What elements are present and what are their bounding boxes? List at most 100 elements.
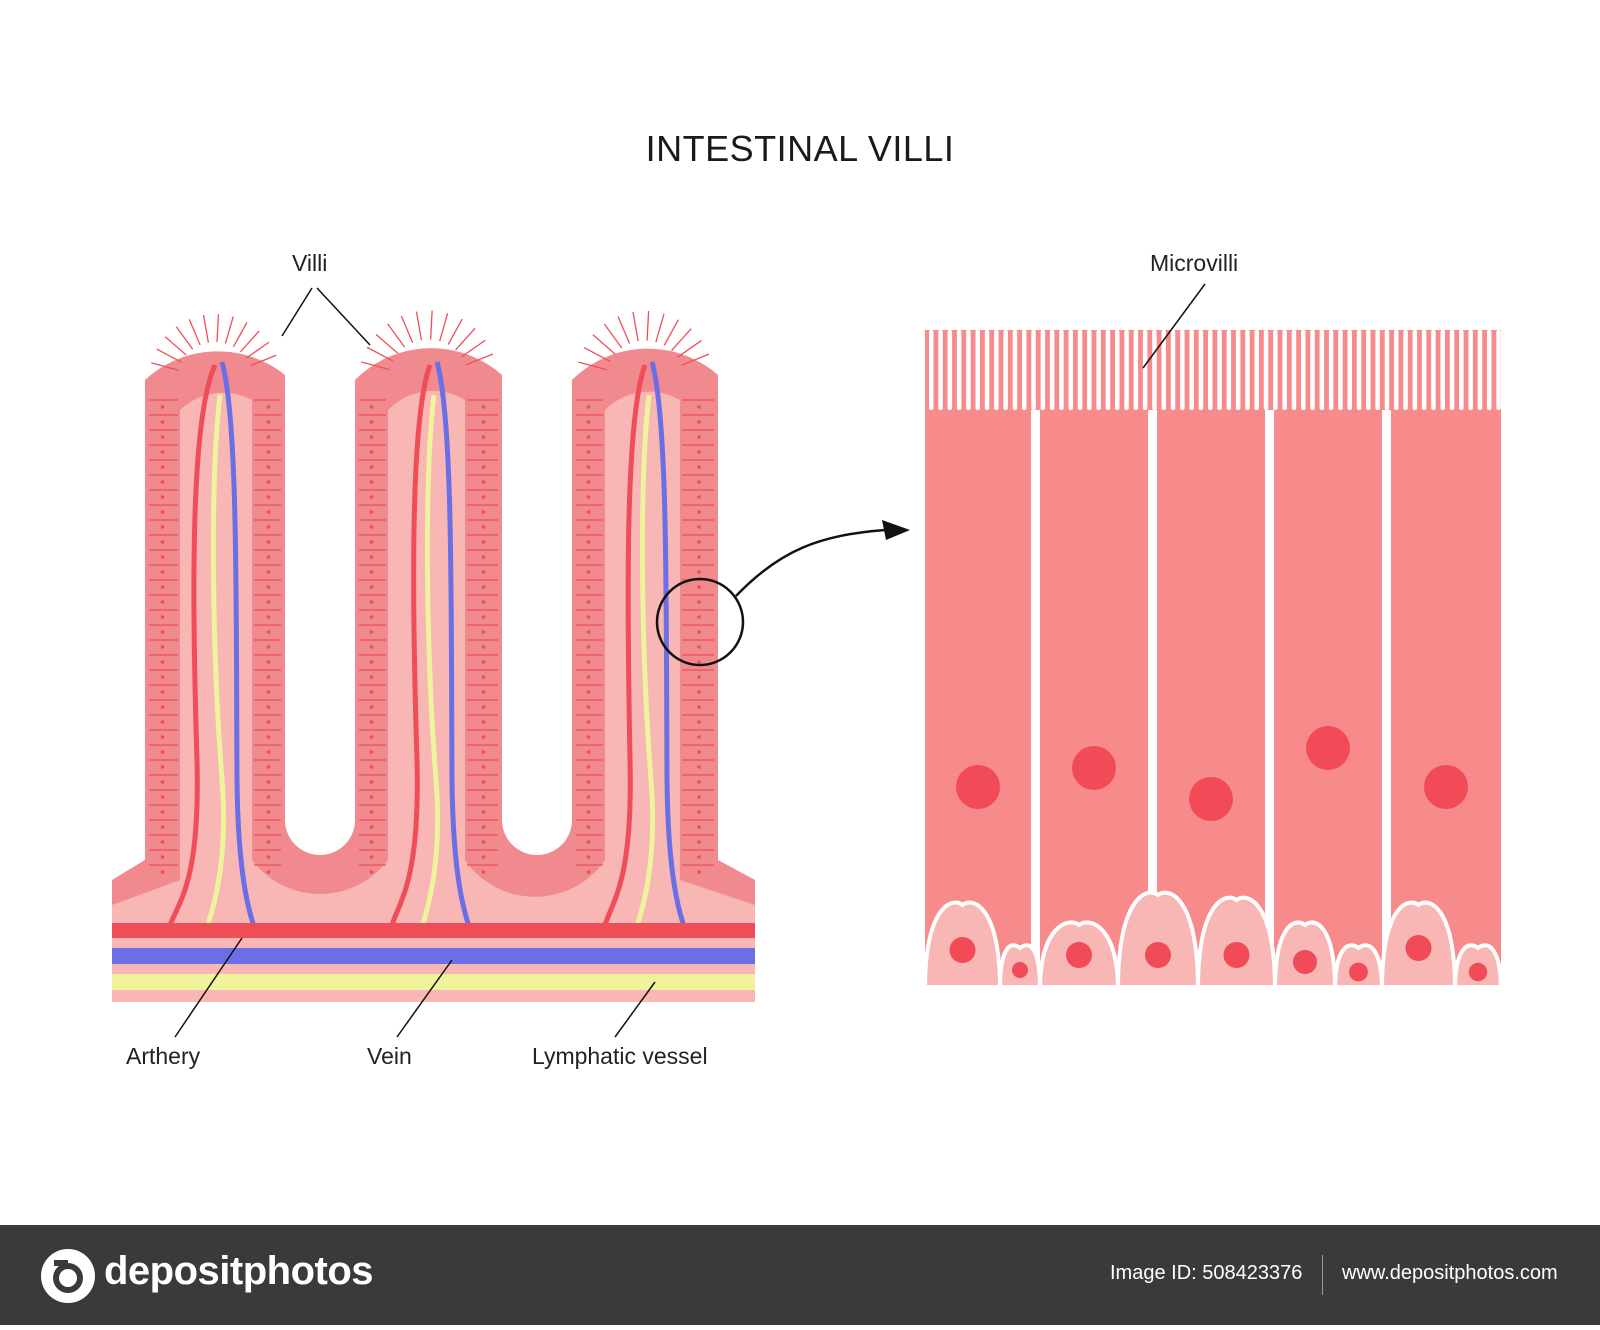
microvillus [1049, 330, 1055, 410]
microvillus [1477, 330, 1483, 410]
microvillus [1449, 330, 1455, 410]
cell-dot [369, 615, 374, 619]
microvilli-label: Microvilli [1150, 250, 1239, 276]
cell-dot [266, 735, 271, 739]
microvillus [1105, 330, 1111, 410]
cell-dot [160, 720, 165, 724]
microvillus [1301, 330, 1306, 410]
basal-nucleus [1468, 962, 1488, 982]
basal-cells [922, 890, 1504, 993]
cell-dot [481, 765, 486, 769]
cell-dot [369, 660, 374, 664]
cell-dot [586, 480, 591, 484]
cell-dot [586, 435, 591, 439]
cell-division [465, 353, 494, 366]
cell-dot [697, 450, 701, 454]
vein-leader [396, 959, 453, 1038]
cell-dot [481, 540, 486, 544]
cell-division [387, 323, 406, 348]
microvillus [1087, 330, 1092, 410]
microvillus [1068, 330, 1073, 410]
cell-dot [481, 825, 486, 829]
cell-dot [266, 450, 271, 454]
cell-dot [160, 435, 165, 439]
cell-dot [697, 525, 701, 529]
cell-dot [481, 480, 486, 484]
site-url[interactable]: www.depositphotos.com [1342, 1262, 1558, 1284]
cell-dot [266, 645, 271, 649]
cell-dot [697, 720, 701, 724]
cell-division [676, 339, 702, 358]
cell-dot [586, 570, 591, 574]
microvillus [1059, 330, 1064, 410]
cell-dot [369, 750, 374, 754]
cell-division [202, 314, 210, 343]
cell-dot [586, 420, 591, 424]
cell-nucleus [1189, 777, 1233, 821]
cell-dot [697, 510, 701, 514]
cell-dot [266, 570, 271, 574]
cell-dot [266, 765, 271, 769]
microvillus [938, 330, 943, 410]
cell-dot [586, 780, 591, 784]
cell-division [375, 333, 399, 354]
cell-dot [266, 435, 271, 439]
cell-dot [160, 825, 165, 829]
microvillus [1319, 330, 1325, 410]
cell-dot [266, 810, 271, 814]
cell-dot [266, 855, 271, 859]
cell-dot [369, 780, 374, 784]
cell-division [249, 354, 277, 367]
microvillus [1384, 330, 1390, 410]
cell-division [681, 353, 710, 366]
cell-dot [586, 450, 591, 454]
cell-dot [369, 480, 374, 484]
microvillus [1217, 330, 1222, 410]
microvillus [1124, 330, 1129, 410]
villus-2-vein [434, 361, 486, 957]
cell-dot [160, 765, 165, 769]
cell-dot [481, 870, 486, 874]
cell-dot [586, 870, 591, 874]
cell-division [455, 327, 476, 351]
cell-dot [586, 600, 591, 604]
villi-leader-2 [316, 287, 371, 346]
microvillus [1003, 330, 1008, 410]
cell-dot [481, 435, 486, 439]
brand-logo-text: depositphotos [104, 1249, 374, 1293]
cell-division [663, 319, 680, 346]
cell-dot [266, 615, 271, 619]
cell-dot [266, 660, 271, 664]
microvillus [1031, 330, 1036, 410]
microvillus [1487, 330, 1492, 410]
cell-dot [160, 690, 165, 694]
cell-division [415, 311, 423, 341]
cell-dot [481, 645, 486, 649]
cell-dot [369, 585, 374, 589]
microvillus [1012, 330, 1018, 410]
cell-division [447, 318, 463, 345]
cell-dot [160, 480, 165, 484]
cell-division [156, 348, 182, 363]
cell-dot [160, 675, 165, 679]
microvillus [1022, 330, 1027, 410]
cell-dot [481, 570, 486, 574]
cell-division [603, 323, 623, 349]
lymphatic-label: Lymphatic vessel [532, 1043, 708, 1069]
cell-dot [160, 495, 165, 499]
cell-dot [160, 870, 165, 874]
cell-dot [586, 840, 591, 844]
microvillus [1096, 330, 1101, 410]
microvillus [1440, 330, 1445, 410]
camera-logo-icon [41, 1249, 95, 1303]
cell-dot [160, 540, 165, 544]
cell-nucleus [1072, 746, 1116, 790]
cell-dot [586, 495, 591, 499]
cell-dot [481, 675, 486, 679]
cell-dot [481, 510, 486, 514]
cell-dot [369, 555, 374, 559]
cell-division [439, 313, 449, 342]
microvillus [1282, 330, 1287, 410]
vein-label: Vein [367, 1043, 412, 1069]
